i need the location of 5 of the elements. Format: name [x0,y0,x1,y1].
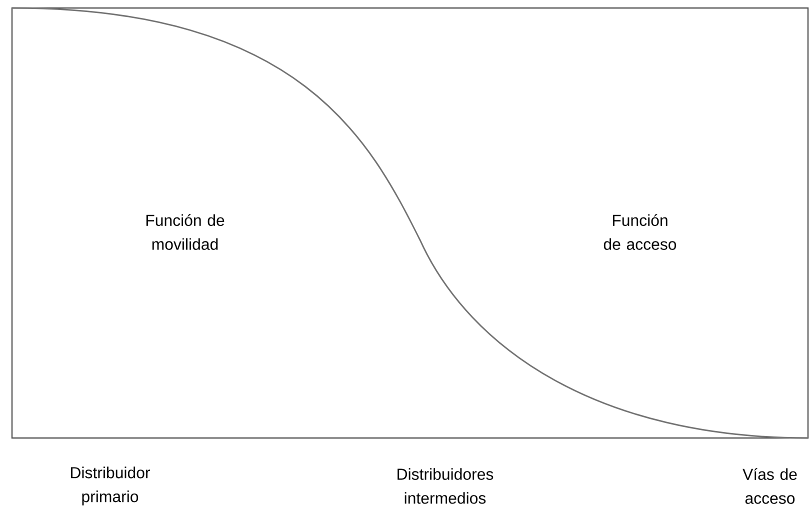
axis-label: Distribuidores intermedios [398,468,494,504]
axis-label: Función de acceso [604,214,676,250]
axis-label: Distribuidor primario [71,466,150,506]
axis-label: Vías de acceso [742,468,797,504]
axis-label: Función de movilidad [146,214,224,250]
